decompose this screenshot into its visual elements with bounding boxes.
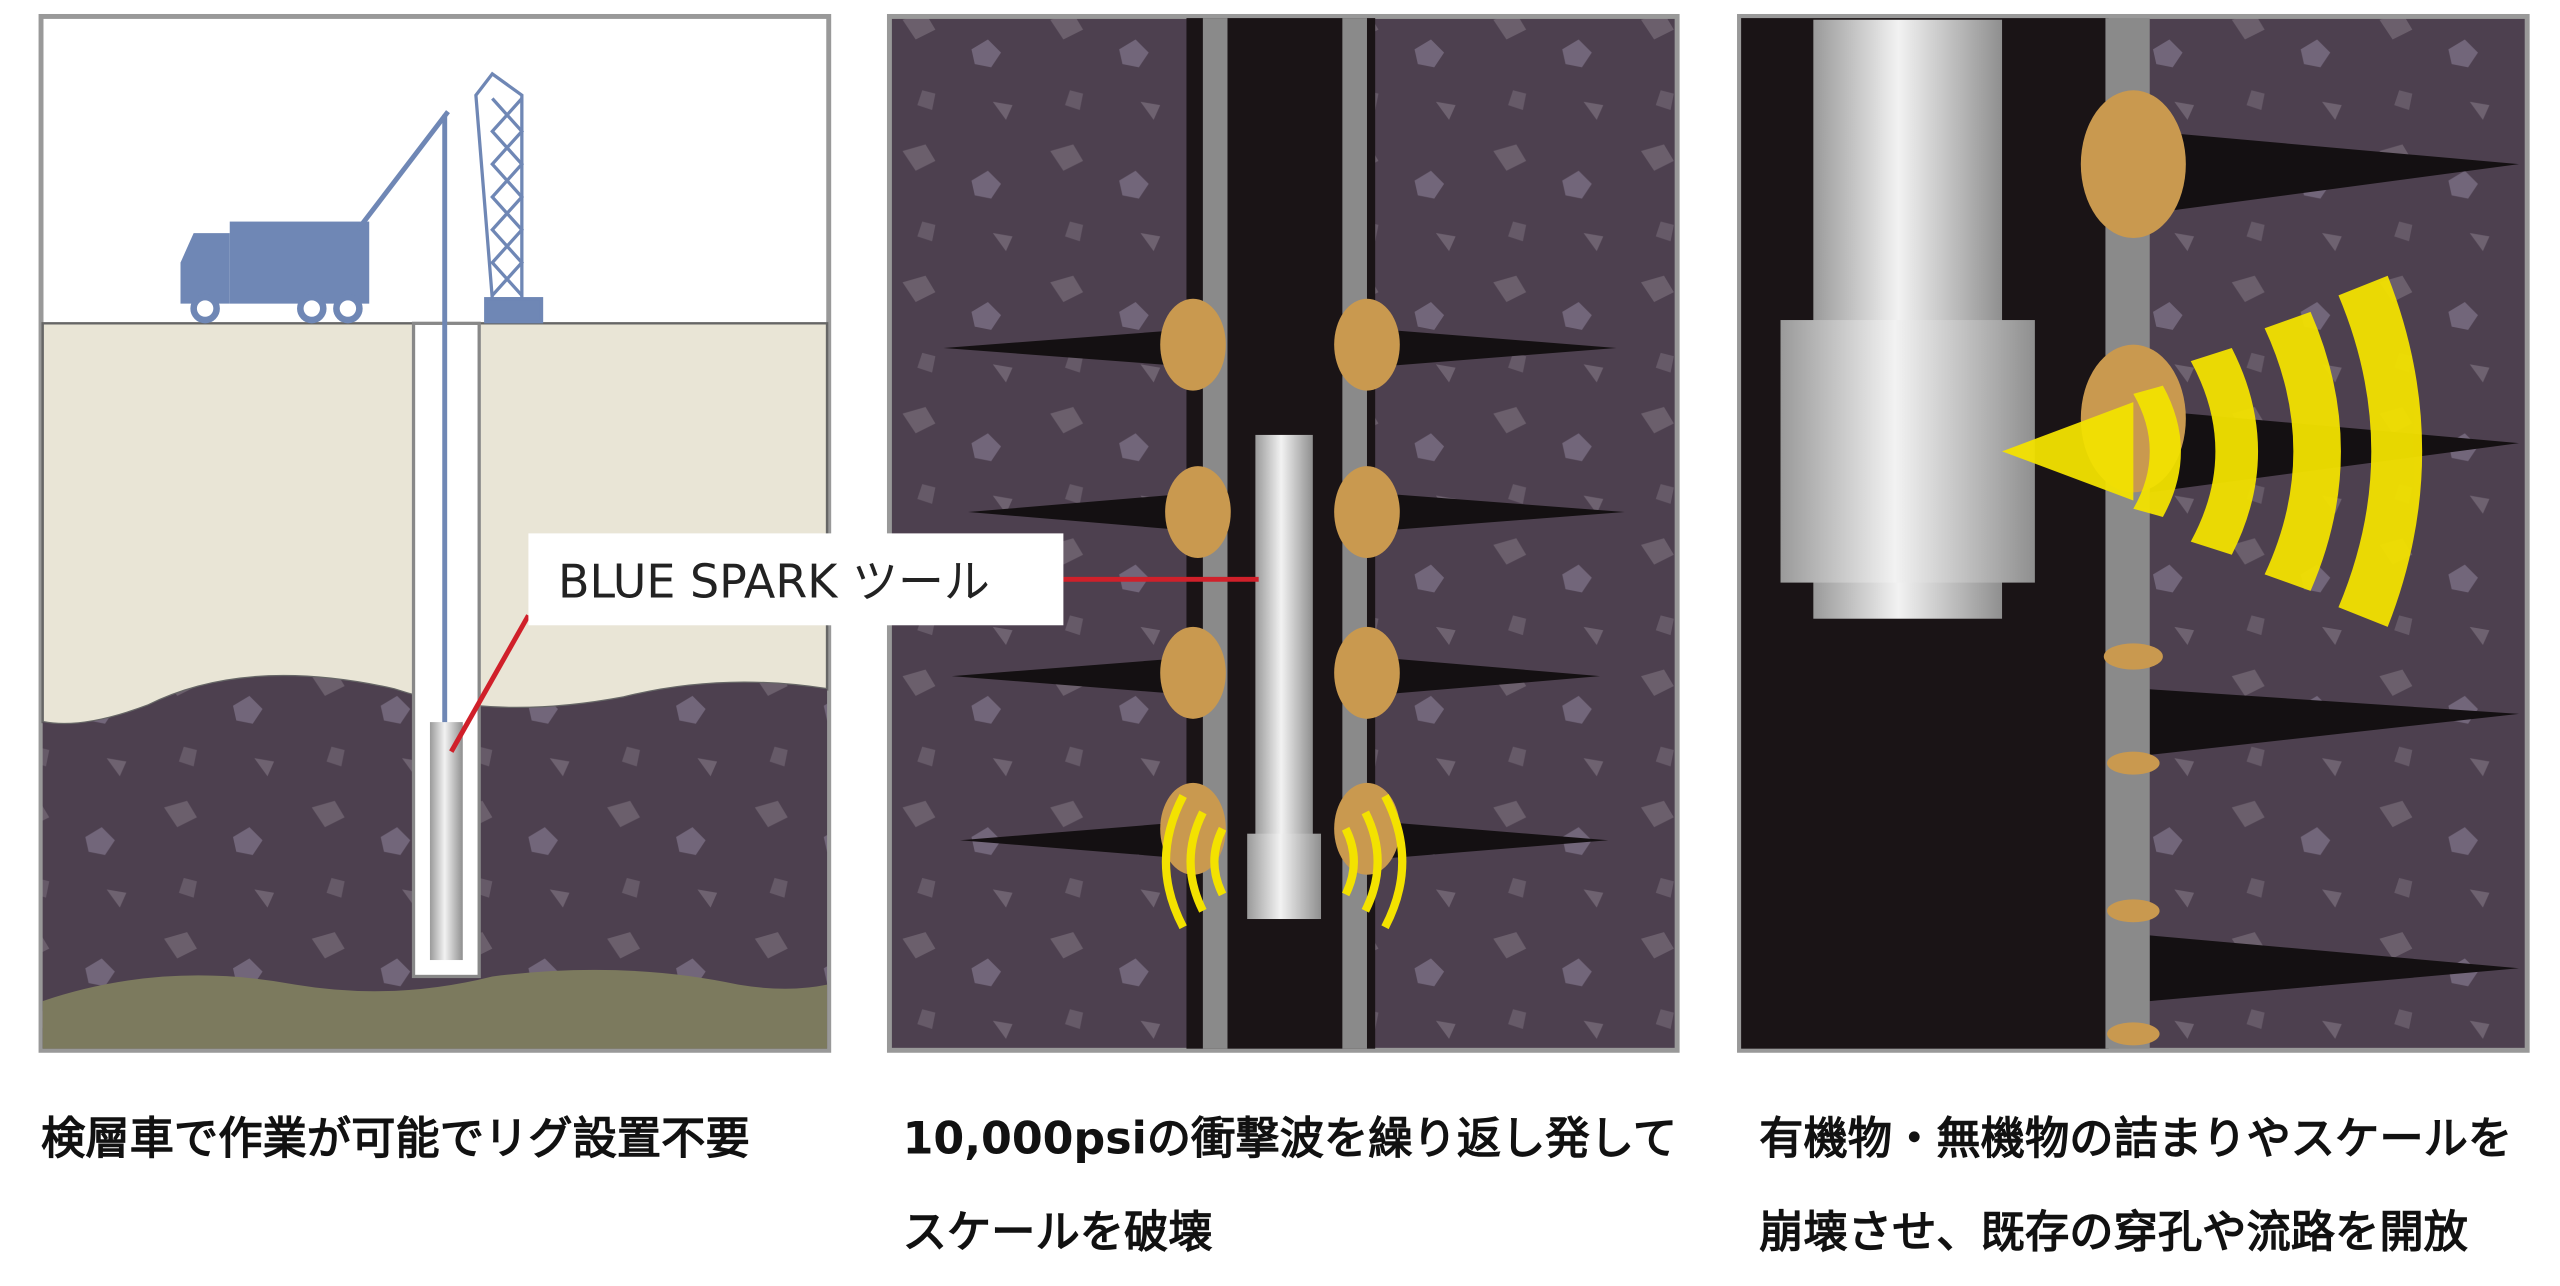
label-pointer-1 (449, 614, 531, 753)
logging-truck (180, 221, 370, 324)
caption-3-line-2: 崩壊させ、既存の穿孔や流路を開放 (1759, 1207, 2468, 1258)
blue-spark-tool (1255, 434, 1313, 837)
panel-1-illustration (38, 13, 832, 1053)
tool-label: BLUE SPARK ツール (528, 533, 1064, 626)
panel-3-illustration (1737, 13, 2530, 1053)
caption-2-line-1: 10,000psiの衝撃波を繰り返し発して (903, 1114, 1677, 1165)
tool-label-text: BLUE SPARK ツール (558, 554, 990, 608)
caption-3-line-1: 有機物・無機物の詰まりやスケールを (1759, 1114, 2512, 1165)
caption-2-line-2: スケールを破壊 (903, 1207, 1214, 1258)
tool-in-well (429, 722, 463, 961)
shockwave-icon (1161, 794, 1407, 930)
caption-1-line-1: 検層車で作業が可能でリグ設置不要 (41, 1114, 750, 1165)
crane (474, 71, 544, 324)
shockwave-cone-icon (2002, 275, 2423, 627)
